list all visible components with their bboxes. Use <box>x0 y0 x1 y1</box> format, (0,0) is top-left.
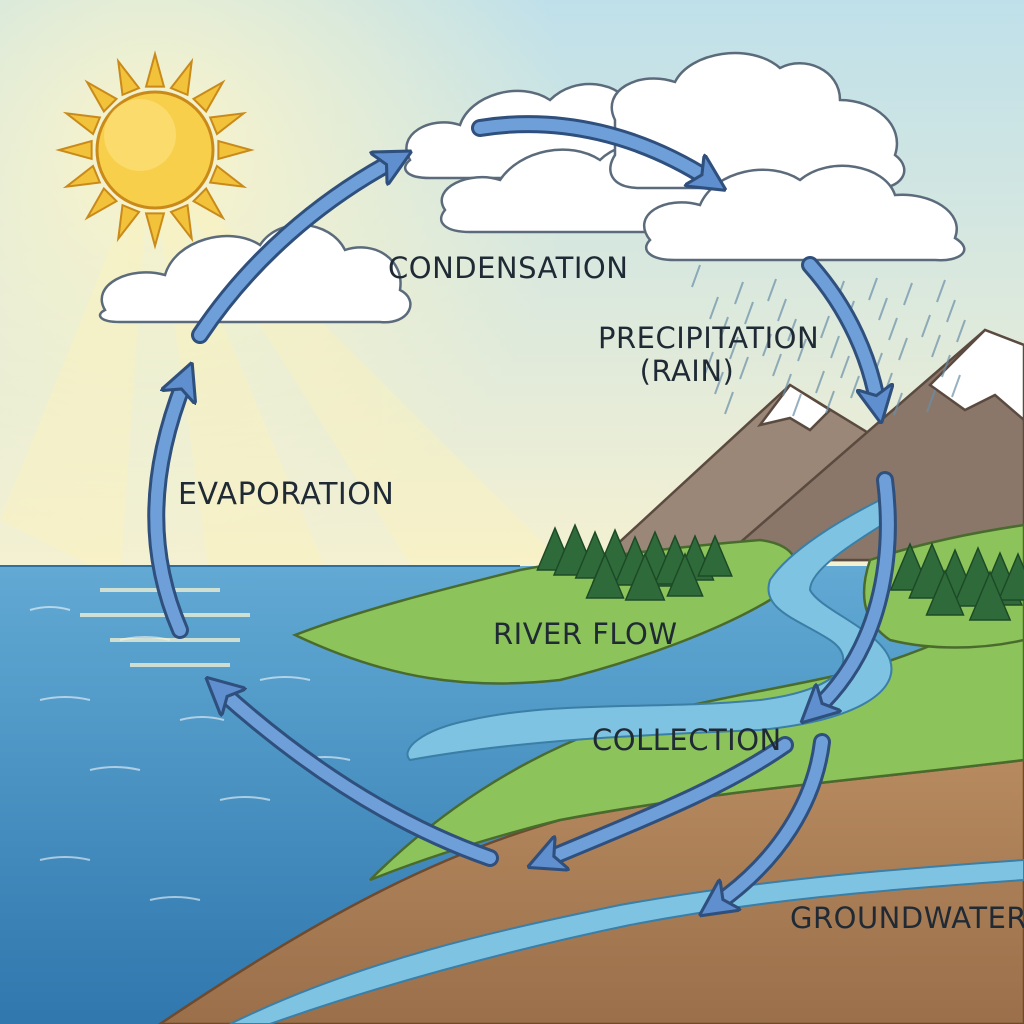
rain-streak <box>729 336 739 360</box>
sun-ray <box>55 139 93 161</box>
sun-icon <box>55 50 255 250</box>
rain-streak <box>714 371 724 395</box>
rain-streak <box>777 298 787 322</box>
arrow-condensation <box>474 118 710 180</box>
sun-ray <box>62 111 102 136</box>
sun-ray <box>84 186 119 221</box>
rain-streak <box>921 314 931 338</box>
groundwater-stream <box>229 858 1024 1024</box>
arrow-return-ocean <box>220 690 496 864</box>
pine-trees-right <box>889 542 1024 621</box>
label-condensation: CONDENSATION <box>388 251 629 285</box>
pine-tree <box>925 569 965 616</box>
pine-tree <box>666 552 704 597</box>
rain-streak <box>691 264 701 288</box>
label-evaporation: EVAPORATION <box>178 477 395 512</box>
arrow-groundwater <box>715 736 828 905</box>
label-groundwater: GROUNDWATER <box>790 901 1024 935</box>
label-precipitation: PRECIPITATION (RAIN) <box>598 321 820 389</box>
rain-streak <box>825 390 835 414</box>
label-precipitation-line2: (RAIN) <box>639 354 735 389</box>
rain-streak <box>850 375 860 399</box>
rain <box>691 264 966 417</box>
rain-streak <box>956 319 966 343</box>
sun-ray <box>144 212 166 250</box>
rain-streak <box>704 351 714 375</box>
rain-streak <box>772 353 782 377</box>
rain-streak <box>878 297 888 321</box>
rain-streak <box>820 315 830 339</box>
arrow-evaporation <box>150 380 185 636</box>
rain-streak <box>734 281 744 305</box>
sun-ray <box>208 164 248 189</box>
label-river-flow: RIVER FLOW <box>493 617 678 651</box>
pine-tree <box>697 534 733 577</box>
rain-streak <box>830 335 840 359</box>
arrow-river-flow <box>815 474 894 710</box>
rain-streak <box>941 354 951 378</box>
sun-ray <box>116 203 141 243</box>
sun-ray <box>191 186 226 221</box>
rain-streak <box>903 282 913 306</box>
rain-streak <box>926 389 936 413</box>
rain-streak <box>744 301 754 325</box>
rain-streak <box>797 338 807 362</box>
rain-streak <box>739 356 749 380</box>
rain-streak <box>815 370 825 394</box>
arrow-precipitation <box>804 259 878 405</box>
rain-streak <box>868 277 878 301</box>
sun-ray <box>208 111 248 136</box>
rain-streak <box>787 318 797 342</box>
sun-ray <box>169 57 194 97</box>
rain-streak <box>946 299 956 323</box>
pine-tree <box>624 552 666 601</box>
rain-streak <box>898 337 908 361</box>
rain-streak <box>719 316 729 340</box>
rain-streak <box>762 333 772 357</box>
rain-streak <box>709 296 719 320</box>
rain-streak <box>724 391 734 415</box>
rain-streak <box>888 317 898 341</box>
sun-ray <box>116 57 141 97</box>
rain-streak <box>782 373 792 397</box>
rain-streak <box>792 393 802 417</box>
pine-tree <box>997 552 1024 601</box>
rain-streak <box>840 355 850 379</box>
sun-ray <box>84 79 119 114</box>
pine-trees-left <box>536 523 733 601</box>
rain-streak <box>936 279 946 303</box>
arrow-collection <box>545 739 791 860</box>
label-collection: COLLECTION <box>592 723 782 757</box>
pine-tree <box>968 570 1012 621</box>
rain-streak <box>951 374 961 398</box>
rain-streak <box>767 278 777 302</box>
rain-streak <box>931 334 941 358</box>
sun-ray <box>144 50 166 88</box>
sun-ray <box>169 203 194 243</box>
label-precipitation-line1: PRECIPITATION <box>598 321 820 355</box>
arrow-evaporation-upper <box>194 160 395 341</box>
sun-ray <box>62 164 102 189</box>
cycle-arrows-fill <box>150 118 894 905</box>
sun-ray <box>217 139 255 161</box>
sun-ray <box>191 79 226 114</box>
pine-tree <box>585 552 625 599</box>
